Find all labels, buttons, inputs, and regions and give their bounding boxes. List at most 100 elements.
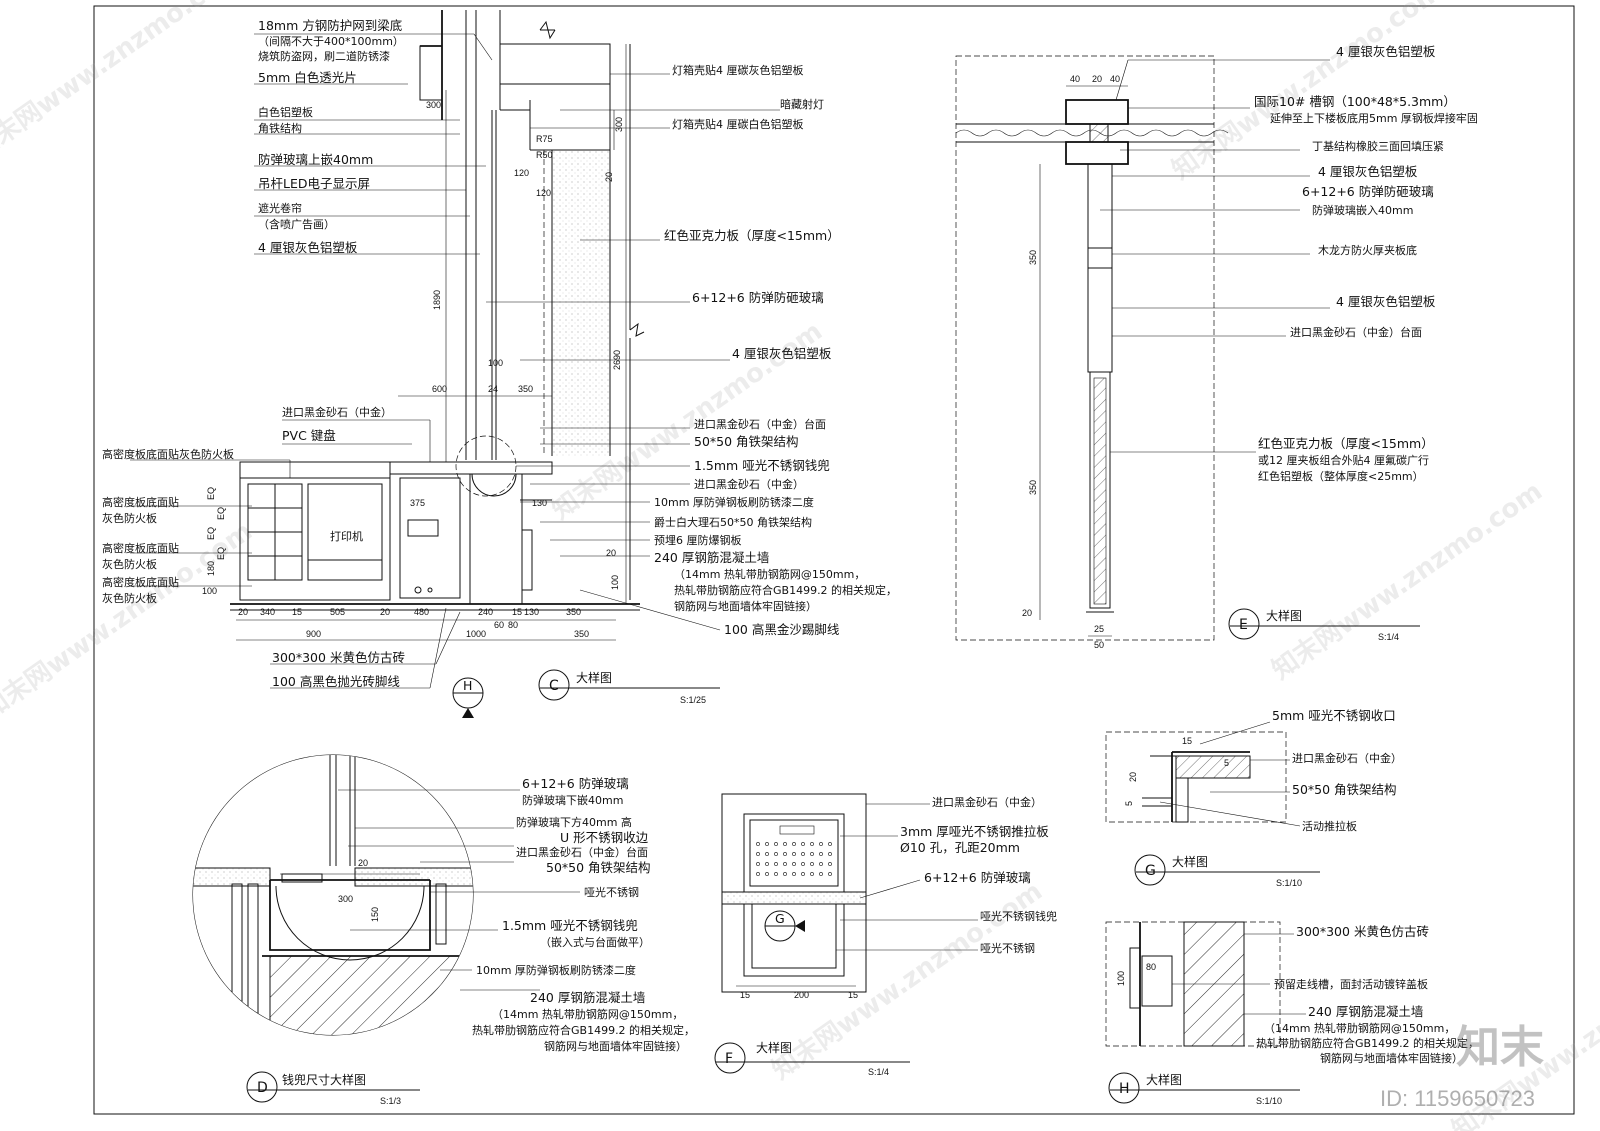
callout: 10mm 厚防弹钢板刷防锈漆二度 bbox=[476, 963, 636, 977]
hole bbox=[828, 842, 832, 846]
callout: 灯箱壳贴4 厘碳白色铝塑板 bbox=[672, 117, 804, 131]
callout: （14mm 热轧带肋钢筋网@150mm， bbox=[674, 567, 865, 581]
svg-text:600: 600 bbox=[432, 384, 447, 394]
callout: 进口黑金砂石（中金） bbox=[694, 477, 804, 491]
hole bbox=[792, 852, 796, 856]
svg-text:375: 375 bbox=[410, 498, 425, 508]
detail-h: 80 100 300*300 米黄色仿古砖 预留走线槽，面封活动镀锌盖板 240… bbox=[1105, 921, 1479, 1106]
brand-logo: 知末 bbox=[1456, 1022, 1544, 1073]
hole bbox=[801, 842, 805, 846]
callout: 6+12+6 防弹玻璃 bbox=[924, 870, 1031, 885]
dim: 20 bbox=[358, 858, 368, 868]
callout: 240 厚钢筋混凝土墙 bbox=[654, 550, 769, 565]
hole bbox=[810, 842, 814, 846]
hole bbox=[756, 852, 760, 856]
callout: 高密度板底面贴 bbox=[102, 541, 179, 555]
hole bbox=[783, 842, 787, 846]
callout: 钢筋网与地面墙体牢固链接） bbox=[674, 599, 817, 613]
detail-d-symbol: D bbox=[257, 1080, 268, 1096]
watermark-text: 知末网www.znzmo.com bbox=[0, 0, 248, 166]
callout: 热轧带肋钢筋应符合GB1499.2 的相关规定， bbox=[472, 1023, 695, 1037]
callout: 1.5mm 哑光不锈钢钱兜 bbox=[502, 918, 638, 933]
hole bbox=[828, 872, 832, 876]
dim: 350 bbox=[574, 629, 589, 639]
svg-text:300: 300 bbox=[426, 100, 441, 110]
svg-text:100: 100 bbox=[610, 575, 620, 590]
callout: （嵌入式与台面做平） bbox=[540, 935, 650, 949]
svg-text:EQ: EQ bbox=[206, 487, 216, 500]
callout: 进口黑金砂石（中金） bbox=[1292, 751, 1402, 765]
callout: 红色亚克力板（厚度<15mm） bbox=[1258, 436, 1434, 451]
dim: 5 bbox=[1124, 801, 1134, 806]
detail-f-title: 大样图 bbox=[756, 1040, 792, 1055]
callout: 遮光卷帘 bbox=[258, 201, 302, 215]
callout: 烧筑防盗网，刷二道防锈漆 bbox=[258, 49, 390, 63]
svg-text:1890: 1890 bbox=[432, 290, 442, 310]
callout: 吊杆LED电子显示屏 bbox=[258, 176, 370, 191]
detail-h-symbol: H bbox=[1119, 1081, 1130, 1097]
dim: 15 bbox=[848, 990, 858, 1000]
dim: 15 bbox=[740, 990, 750, 1000]
callout: 进口黑金砂石（中金）台面 bbox=[1290, 325, 1422, 339]
dim: 300 bbox=[338, 894, 353, 904]
callout: 240 厚钢筋混凝土墙 bbox=[530, 990, 645, 1005]
callout: 6+12+6 防弹防砸玻璃 bbox=[1302, 184, 1434, 199]
detail-c: 打印机 1890 2690 300 20 600 24 350 100 120 … bbox=[102, 10, 897, 718]
callout: （14mm 热轧带肋钢筋网@150mm， bbox=[492, 1007, 683, 1021]
hole bbox=[765, 852, 769, 856]
callout: 6+12+6 防弹玻璃 bbox=[522, 776, 629, 791]
detail-d-scale: S:1/3 bbox=[380, 1096, 401, 1106]
callout: 防弹玻璃下方40mm 高 bbox=[516, 815, 632, 829]
callout: 4 厘银灰色铝塑板 bbox=[1318, 164, 1418, 179]
callout: 灯箱壳贴4 厘碳灰色铝塑板 bbox=[672, 63, 804, 77]
callout: 预埋6 厘防爆钢板 bbox=[654, 533, 742, 547]
dim: 20 bbox=[1022, 608, 1032, 618]
watermark-text: 知末网www.znzmo.com bbox=[1167, 0, 1448, 186]
callout: U 形不锈钢收边 bbox=[560, 830, 649, 845]
detail-f: 15 200 15 G 进口黑金砂石（中金） 3mm 厚哑光不锈钢推拉板 Ø10… bbox=[714, 793, 1057, 1077]
detail-c-symbol: C bbox=[549, 678, 559, 694]
dim: 350 bbox=[1028, 480, 1038, 495]
callout: 100 高黑色抛光砖脚线 bbox=[272, 674, 400, 689]
callout: 灰色防火板 bbox=[102, 591, 157, 605]
hole bbox=[801, 862, 805, 866]
dim: 20 bbox=[238, 607, 248, 617]
dim: 340 bbox=[260, 607, 275, 617]
callout: 白色铝塑板 bbox=[258, 105, 313, 119]
svg-text:180: 180 bbox=[206, 561, 216, 576]
detail-g-scale: S:1/10 bbox=[1276, 878, 1302, 888]
callout: 进口黑金砂石（中金）台面 bbox=[516, 845, 648, 859]
callout: 防弹玻璃上嵌40mm bbox=[258, 152, 373, 167]
hole bbox=[756, 862, 760, 866]
callout: 灰色防火板 bbox=[102, 557, 157, 571]
hole bbox=[819, 872, 823, 876]
hole bbox=[774, 842, 778, 846]
hole bbox=[792, 842, 796, 846]
dim: 100 bbox=[1116, 971, 1126, 986]
detail-c-scale: S:1/25 bbox=[680, 695, 706, 705]
image-id: ID: 1159650723 bbox=[1380, 1086, 1535, 1111]
dim: 240 bbox=[478, 607, 493, 617]
dim: 480 bbox=[414, 607, 429, 617]
callout: 50*50 角铁架结构 bbox=[546, 860, 651, 875]
hole bbox=[810, 862, 814, 866]
hole bbox=[774, 852, 778, 856]
svg-text:24: 24 bbox=[488, 384, 498, 394]
callout: 进口黑金砂石（中金） bbox=[932, 795, 1042, 809]
callout: 灰色防火板 bbox=[102, 511, 157, 525]
callout: 4 厘银灰色铝塑板 bbox=[732, 346, 832, 361]
detail-e-scale: S:1/4 bbox=[1378, 632, 1399, 642]
callout: PVC 键盘 bbox=[282, 428, 336, 443]
callout: Ø10 孔，孔距20mm bbox=[900, 840, 1020, 855]
callout: 热轧带肋钢筋应符合GB1499.2 的相关规定， bbox=[674, 583, 897, 597]
callout: 暗藏射灯 bbox=[780, 97, 824, 111]
dim: 5 bbox=[1224, 758, 1229, 768]
detail-e-title: 大样图 bbox=[1266, 608, 1302, 623]
svg-text:120: 120 bbox=[514, 168, 529, 178]
dim: 20 bbox=[1128, 772, 1138, 782]
callout: 丁基结构橡胶三面回填压紧 bbox=[1312, 139, 1444, 153]
hole bbox=[765, 842, 769, 846]
